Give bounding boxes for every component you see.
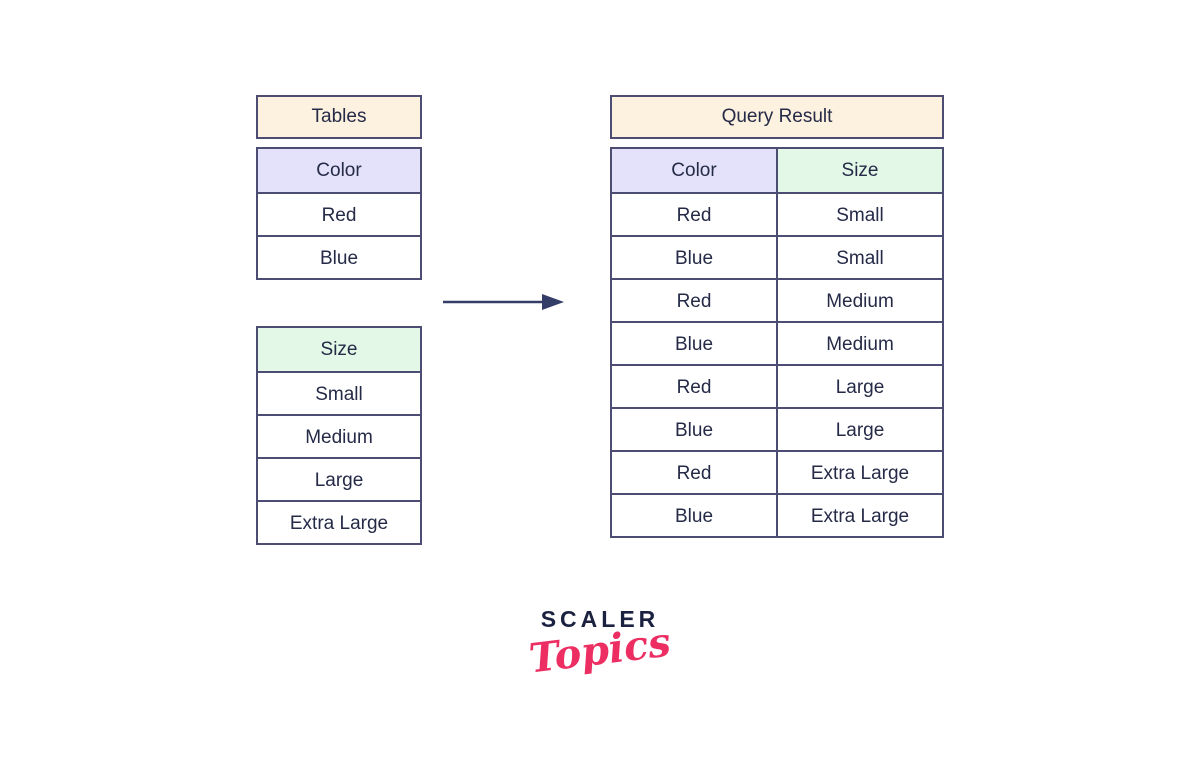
size-header-cell: Size <box>320 339 358 360</box>
table-row: Small <box>258 371 420 414</box>
result-size-header-cell: Size <box>778 149 942 192</box>
table-cell: Large <box>314 470 364 491</box>
tables-header-box: Tables <box>256 95 422 139</box>
table-row: Red Large <box>612 364 942 407</box>
result-color-header-cell: Color <box>612 149 778 192</box>
table-row: Blue Small <box>612 235 942 278</box>
table-cell: Red <box>612 194 778 235</box>
table-cell: Red <box>612 280 778 321</box>
flow-arrow <box>438 290 570 319</box>
table-cell: Blue <box>612 495 778 536</box>
table-cell: Blue <box>612 323 778 364</box>
table-row: Red <box>258 192 420 235</box>
right-arrow-icon <box>443 294 564 310</box>
table-cell: Red <box>321 205 357 226</box>
query-result-header-box: Query Result <box>610 95 944 139</box>
table-cell: Red <box>612 366 778 407</box>
table-cell: Medium <box>305 427 373 448</box>
table-row: Red Extra Large <box>612 450 942 493</box>
query-result-label: Query Result <box>721 106 833 127</box>
table-row: Extra Large <box>258 500 420 543</box>
table-cell: Extra Large <box>810 506 910 527</box>
table-row: Blue Medium <box>612 321 942 364</box>
table-row: Red Medium <box>612 278 942 321</box>
table-cell: Large <box>835 377 885 398</box>
table-row: Blue Large <box>612 407 942 450</box>
scaler-topics-logo: SCALER Topics <box>520 606 680 682</box>
table-cell: Extra Large <box>810 463 910 484</box>
logo-scaler-text: SCALER <box>540 606 660 632</box>
table-cell: Medium <box>826 334 894 355</box>
table-row: Medium <box>258 414 420 457</box>
size-table: Size Small Medium Large Extra Large <box>256 326 422 545</box>
table-cell: Small <box>836 248 884 269</box>
table-cell: Small <box>315 384 363 405</box>
result-header-row: Color Size <box>612 149 942 192</box>
table-cell: Medium <box>826 291 894 312</box>
table-cell: Red <box>612 452 778 493</box>
size-table-header-row: Size <box>258 328 420 371</box>
table-cell: Blue <box>319 248 359 269</box>
table-row: Blue <box>258 235 420 278</box>
tables-header-label: Tables <box>311 106 367 127</box>
table-cell: Extra Large <box>289 513 389 534</box>
color-table-header-row: Color <box>258 149 420 192</box>
table-cell: Large <box>835 420 885 441</box>
color-header-cell: Color <box>316 160 362 181</box>
table-row: Red Small <box>612 192 942 235</box>
table-row: Blue Extra Large <box>612 493 942 536</box>
color-table: Color Red Blue <box>256 147 422 280</box>
query-result-table: Color Size Red Small Blue Small Red Medi… <box>610 147 944 538</box>
table-cell: Blue <box>612 409 778 450</box>
table-cell: Small <box>836 205 884 226</box>
table-row: Large <box>258 457 420 500</box>
table-cell: Blue <box>612 237 778 278</box>
